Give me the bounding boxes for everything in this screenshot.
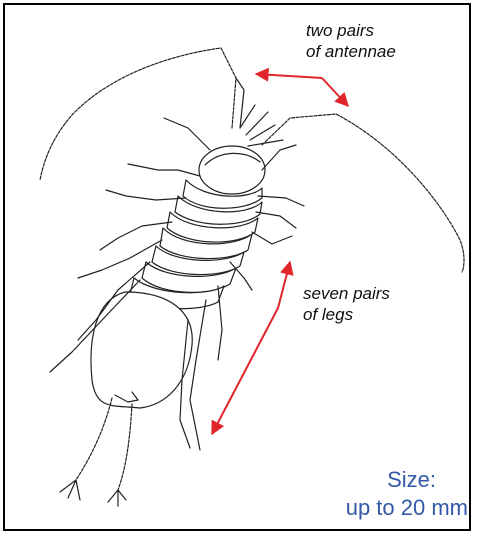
creature-drawing — [40, 48, 464, 506]
arrow-leg-top — [278, 262, 290, 308]
leg-r7 — [190, 300, 206, 450]
leg-l2 — [128, 164, 200, 176]
size-value: up to 20 mm — [346, 495, 468, 521]
legs-annotation-line1: seven pairs — [303, 283, 390, 304]
size-title: Size: — [387, 467, 436, 493]
arrow-antenna-left — [256, 74, 322, 78]
legs-annotation: seven pairs of legs — [303, 283, 390, 325]
antennae-annotation-line1: two pairs — [306, 20, 396, 41]
legs-annotation-line2: of legs — [303, 304, 390, 325]
leg-l1 — [164, 118, 210, 150]
left-tail — [76, 398, 112, 480]
leg-r1 — [262, 145, 296, 170]
right-tail — [118, 404, 132, 490]
arrow-antenna-right — [322, 78, 348, 106]
antennae-annotation-line2: of antennae — [306, 41, 396, 62]
antennae-annotation: two pairs of antennae — [306, 20, 396, 62]
leg-r3 — [256, 212, 296, 228]
right-antenna — [262, 114, 464, 272]
leg-l3 — [106, 190, 186, 200]
leg-r4 — [252, 232, 292, 244]
body-sac — [91, 292, 192, 408]
leg-r2 — [258, 196, 304, 206]
